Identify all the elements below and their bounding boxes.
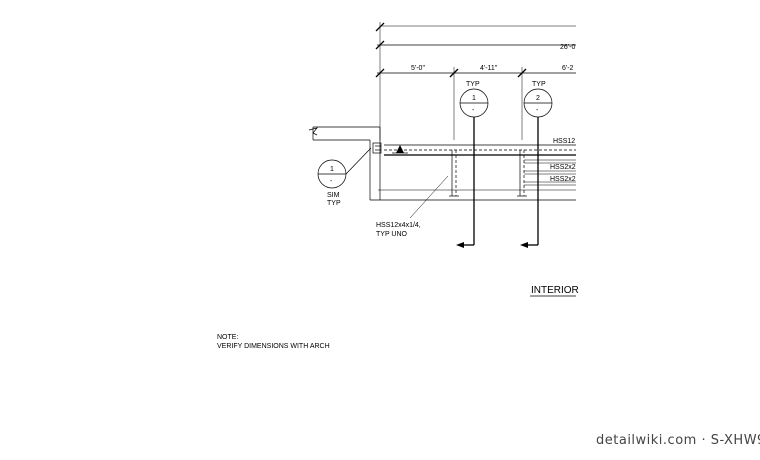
post-2: [517, 150, 527, 197]
post-1: [449, 150, 459, 197]
label-hss-top: HSS12: [553, 138, 575, 145]
dimension-seg3: 6'-2: [562, 65, 574, 72]
sim-callout-sheet: -: [330, 178, 333, 185]
watermark: detailwiki.com · S-XHW9T: [596, 433, 760, 448]
callout-2-sheet: -: [536, 107, 539, 114]
sim-typ-label: TYP: [327, 200, 341, 207]
framing-members: [384, 144, 576, 186]
callout-1-typ: TYP: [466, 81, 480, 88]
callout-2-typ: TYP: [532, 81, 546, 88]
dimension-seg1: 5'-0": [411, 65, 425, 72]
post-leader-line: [409, 175, 449, 219]
view-title: INTERIOR: [531, 285, 579, 296]
callout-2-number: 2: [536, 95, 540, 102]
dimension-overall: 26'-0: [560, 44, 575, 51]
dimension-seg2: 4'-11": [480, 65, 498, 72]
sim-callout[interactable]: 1 -: [317, 147, 372, 189]
post-label-line1: HSS12x4x1/4,: [376, 222, 421, 229]
callout-1-sheet: -: [472, 107, 475, 114]
post-label-line2: TYP UNO: [376, 231, 408, 238]
label-hss-low: HSS2x2: [550, 176, 576, 183]
note-text: VERIFY DIMENSIONS WITH ARCH: [217, 343, 330, 350]
existing-slab: [308, 126, 576, 201]
sim-callout-number: 1: [330, 166, 334, 173]
note-heading: NOTE:: [217, 334, 238, 341]
section-cut-lines: [456, 117, 539, 248]
detail-callout-1[interactable]: 1 -: [459, 88, 489, 118]
callout-1-number: 1: [472, 95, 476, 102]
sim-label: SIM: [327, 192, 340, 199]
detail-callout-2[interactable]: 2 -: [523, 88, 553, 118]
label-hss-mid: HSS2x2: [550, 164, 576, 171]
dimension-lines: [375, 22, 576, 140]
